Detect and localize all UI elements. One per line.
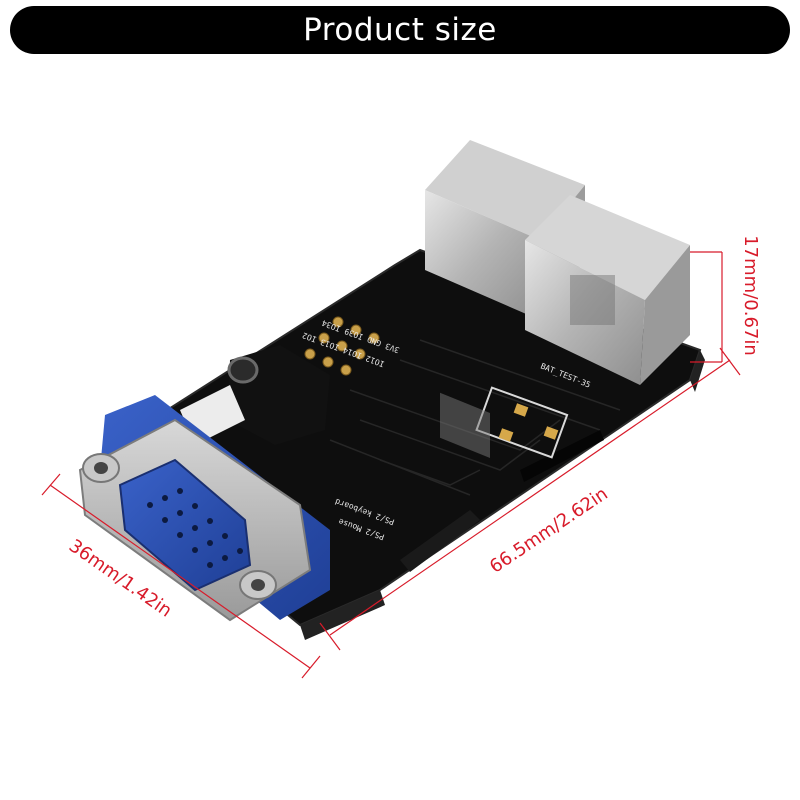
dimension-height-line xyxy=(690,251,723,363)
audio-jack xyxy=(180,345,330,445)
dimension-height-label: 17mm/0.67in xyxy=(739,235,761,356)
ethernet-socket-right xyxy=(525,195,690,385)
page-title: Product size xyxy=(303,12,497,48)
vga-connector xyxy=(78,395,330,622)
header-banner: Product size xyxy=(10,6,790,54)
dimension-length-line xyxy=(319,347,741,651)
dimension-width-line xyxy=(41,473,321,679)
